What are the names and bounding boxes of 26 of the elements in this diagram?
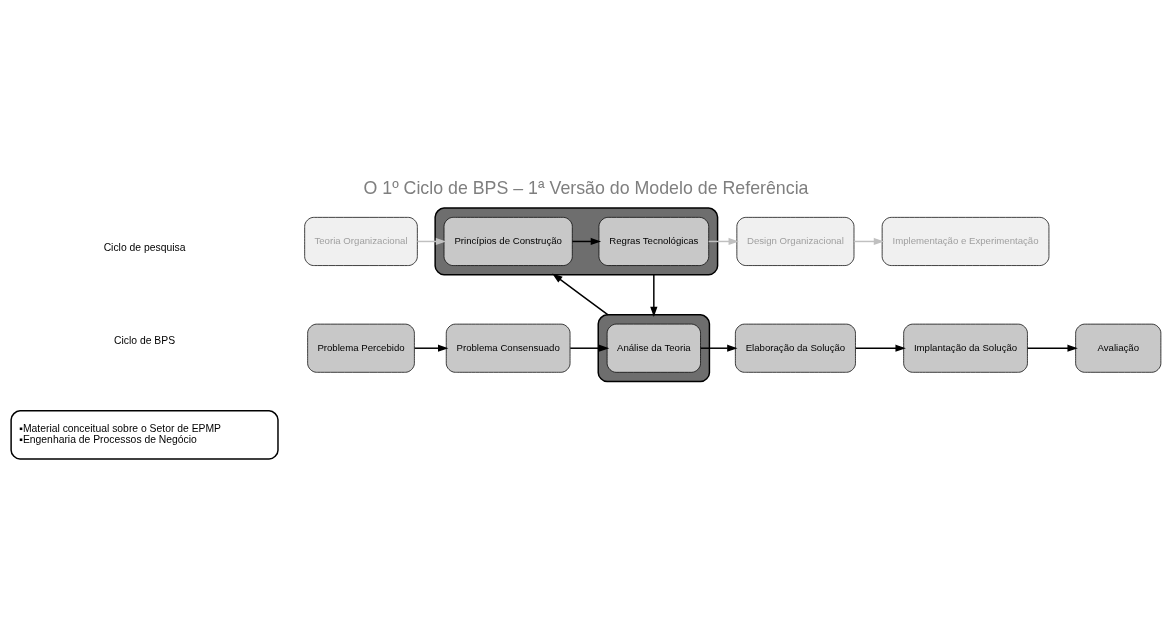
- node-box: Princípios de Construção: [443, 216, 573, 266]
- node-box: Elaboração da Solução: [735, 323, 856, 373]
- arrow: [708, 237, 739, 245]
- arrow: [552, 273, 609, 316]
- arrow: [569, 344, 610, 352]
- node-box: Implementação e Experimentação: [881, 216, 1050, 266]
- node-box: Problema Percebido: [307, 323, 415, 373]
- diagram-title: O 1º Ciclo de BPS – 1ª Versão do Modelo de Referência: [363, 177, 809, 198]
- arrow: [699, 344, 738, 352]
- arrow: [853, 237, 885, 245]
- arrow: [854, 344, 906, 352]
- arrow: [413, 344, 449, 352]
- label: Ciclo de BPS: [114, 334, 176, 346]
- arrow: [571, 237, 602, 245]
- node-box: Design Organizacional: [736, 216, 855, 266]
- node-box: Problema Consensuado: [445, 323, 571, 373]
- arrow: [416, 237, 447, 245]
- node-box: Teoria Organizacional: [304, 216, 418, 266]
- node-box: Regras Tecnológicas: [598, 216, 710, 266]
- label: Ciclo de pesquisa: [103, 241, 186, 253]
- arrow: [650, 273, 658, 317]
- node-box: Implantação da Solução: [903, 323, 1028, 373]
- node-box: ▪Material conceitual sobre o Setor de EPMP ▪Engenharia de Processos de Negócio: [10, 409, 279, 460]
- arrow: [1026, 344, 1078, 352]
- node-box: Avaliação: [1075, 323, 1162, 373]
- node-box: Análise da Teoria: [606, 323, 701, 373]
